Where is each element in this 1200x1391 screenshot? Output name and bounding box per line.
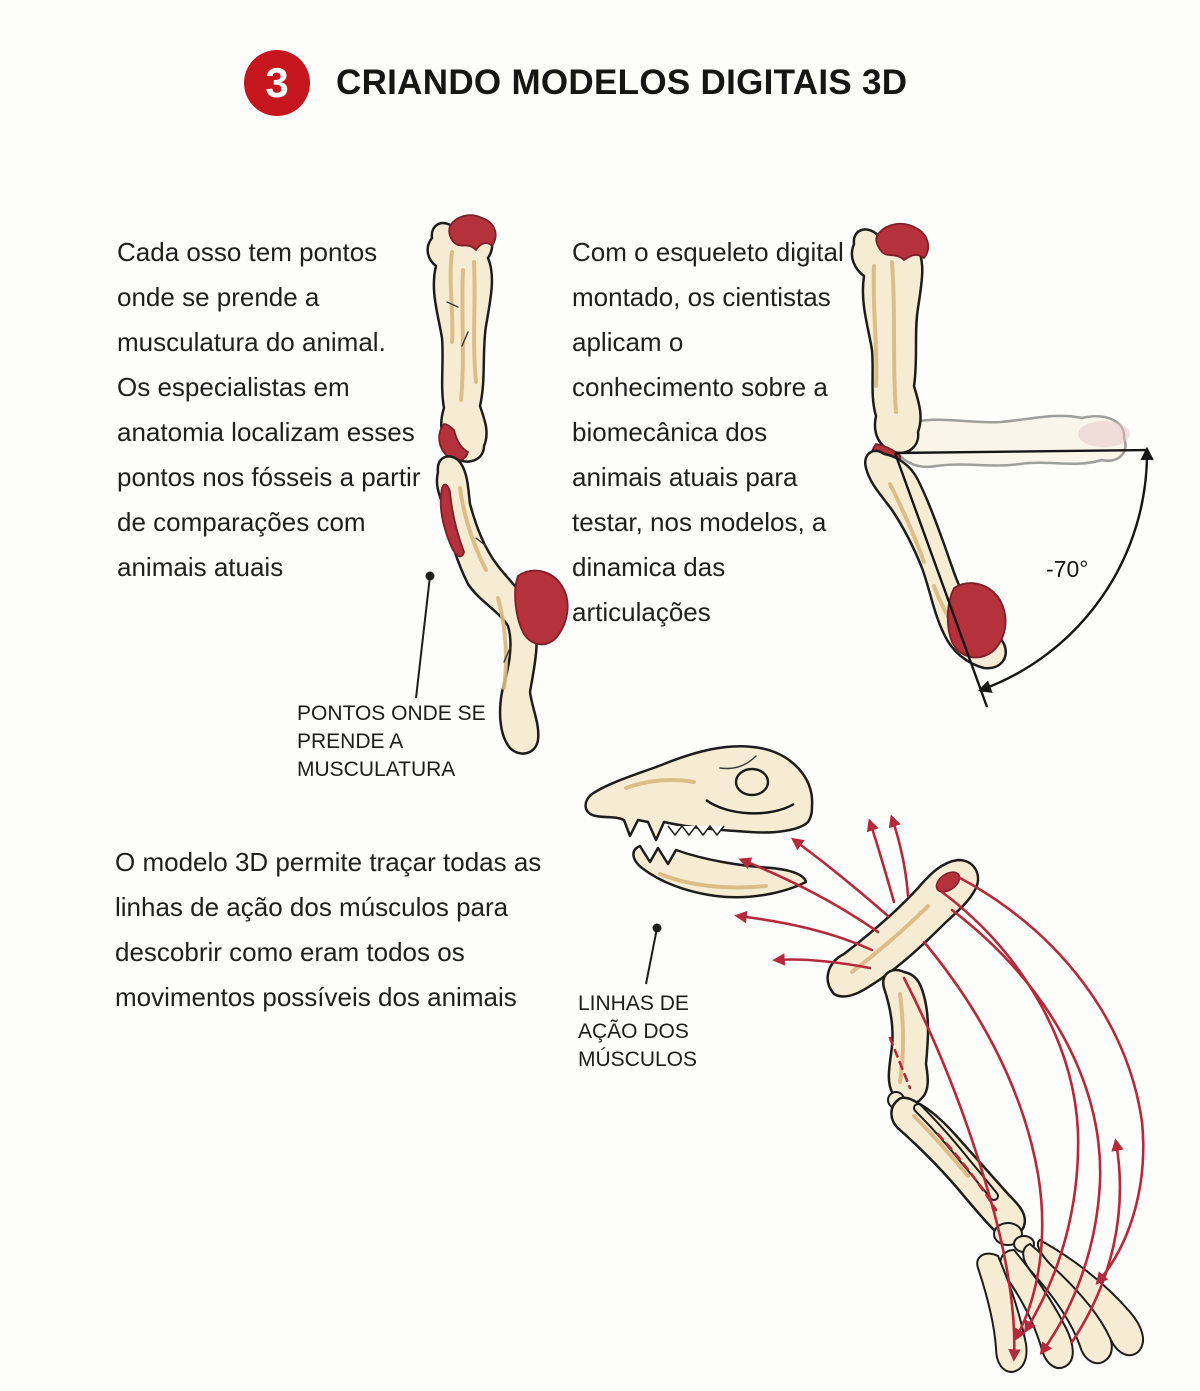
pointer-line: [645, 927, 658, 985]
muscle-attachment-ridge: [439, 483, 465, 558]
hindlimb-muscle-lines-illustration: [734, 814, 1145, 1373]
fossil-bone-top-illustration: [426, 214, 497, 463]
label-muscle-action-lines: LINHAS DE AÇÃO DOS MÚSCULOS: [578, 992, 698, 1071]
fossil-bone-middle-illustration: [435, 455, 569, 755]
zygomatic-arch: [705, 799, 795, 815]
eye-orbit: [734, 767, 770, 797]
pointer-muscle-attachment: [415, 571, 435, 699]
paragraph-3d-model: O modelo 3D permite traçar todas as linh…: [115, 847, 542, 1012]
page-title: CRIANDO MODELOS DIGITAIS 3D: [336, 63, 908, 102]
angle-annotation: [893, 446, 1154, 708]
ghost-rotated-bone: [890, 414, 1130, 469]
bone-vertical: [850, 222, 930, 472]
bone-diagonal: [863, 449, 1007, 670]
joint-rotation-illustration: [850, 222, 1154, 708]
pointer-line: [415, 575, 431, 699]
angle-ray: [893, 452, 989, 708]
step-badge: 3: [244, 50, 310, 116]
skull-cranium: [584, 744, 814, 842]
tibia-fibula-bones: [890, 1096, 1027, 1238]
label-muscle-attachment: PONTOS ONDE SE PRENDE A MUSCULATURA: [297, 702, 486, 781]
bone-middle: [435, 455, 569, 755]
muscle-attachment-patch-bottom: [438, 423, 469, 462]
muscle-attachment-pelvis: [935, 871, 961, 893]
upper-teeth: [667, 824, 725, 837]
step-number: 3: [265, 59, 289, 106]
muscle-attachment-patch: [875, 222, 930, 261]
skull-illustration: [584, 744, 814, 899]
pointer-muscle-action-lines: [645, 923, 662, 985]
header: 3 CRIANDO MODELOS DIGITAIS 3D: [244, 50, 907, 116]
bone-upper: [426, 214, 497, 463]
paragraph-muscle-points: Cada osso tem pontos onde se prende a mu…: [117, 237, 421, 582]
muscle-attachment-blob: [514, 569, 569, 646]
muscle-action-lines: [734, 814, 1145, 1362]
angle-arc: [977, 446, 1154, 693]
paragraph-biomechanics: Com o esqueleto digital montado, os cien…: [572, 237, 844, 627]
muscle-attachment-patch-top: [448, 214, 497, 251]
skull-lower-jaw: [632, 844, 808, 899]
foot-bones: [976, 1222, 1145, 1373]
